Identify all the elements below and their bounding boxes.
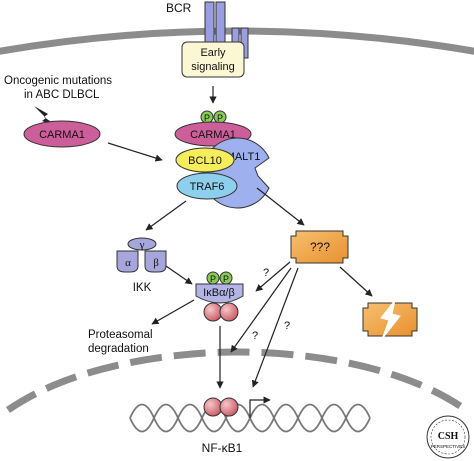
arrow-ikk-to-ikb (165, 265, 193, 285)
ikk-alpha: α (125, 257, 131, 269)
arrow-unknown-to-nucleus-2 (251, 267, 299, 388)
logo-text-1: CSH (438, 431, 459, 442)
csh-logo: CSH PERSPECTIVES (426, 415, 470, 459)
nuclear-membrane (6, 348, 469, 413)
ikk-complex (116, 237, 167, 273)
carma1-complex-label: CARMA1 (190, 129, 236, 141)
transcription-arrow (249, 396, 271, 418)
ikk-label: IKK (133, 282, 152, 294)
nfkb-dna-subunit-1 (203, 397, 223, 417)
early-signaling-label-2: signaling (191, 61, 234, 73)
arrow-to-proteasome (151, 299, 195, 325)
arrow-unknown-to-nucleus-1 (230, 267, 292, 353)
arrow-complex-to-unknown (256, 187, 305, 226)
nfkb-subunit-2 (219, 302, 239, 322)
carma1-mutant (23, 120, 101, 148)
arrow-unknown-to-cleaved (339, 266, 373, 297)
ikb (195, 283, 244, 304)
ikk-gamma: γ (139, 239, 145, 251)
traf6-label: TRAF6 (190, 181, 225, 193)
ikk-beta: β (153, 257, 159, 269)
proteasomal-label-2: degradation (88, 343, 149, 355)
question-2: ? (252, 330, 258, 342)
arrow-complex-to-ikk (145, 200, 187, 231)
bcl10-label: BCL10 (188, 155, 222, 167)
unknown-label: ??? (310, 240, 330, 254)
svg-text:P: P (210, 274, 216, 284)
cleavage-lightning-icon (380, 299, 401, 340)
question-1: ? (263, 267, 269, 279)
mutation-lightning-icon (34, 106, 60, 128)
early-signaling-label-1: Early (200, 47, 226, 59)
bcr-label: BCR (166, 1, 192, 15)
svg-text:P: P (204, 113, 210, 123)
ikb-label: IκBα/β (203, 287, 235, 299)
early-signaling-box (181, 41, 245, 78)
nfkb1-label: NF-κB1 (202, 441, 243, 455)
question-3: ? (284, 320, 290, 332)
nfkb-subunit-1 (203, 302, 223, 322)
svg-text:P: P (217, 113, 223, 123)
carma1-mutant-label: CARMA1 (39, 129, 85, 141)
oncogenic-label-1: Oncogenic mutations (4, 75, 112, 87)
bcl10 (175, 147, 235, 173)
nfkb-dna-subunit-2 (219, 397, 239, 417)
arrow-unknown-to-ikb (255, 261, 291, 292)
svg-text:P: P (223, 274, 229, 284)
logo-text-2: PERSPECTIVES (431, 444, 466, 449)
unknown-kinase (290, 230, 349, 264)
traf6 (176, 172, 238, 200)
proteasomal-label-1: Proteasomal (88, 329, 153, 341)
arrow-carma1-to-complex (107, 142, 163, 162)
oncogenic-label-2: in ABC DLBCL (24, 89, 100, 101)
